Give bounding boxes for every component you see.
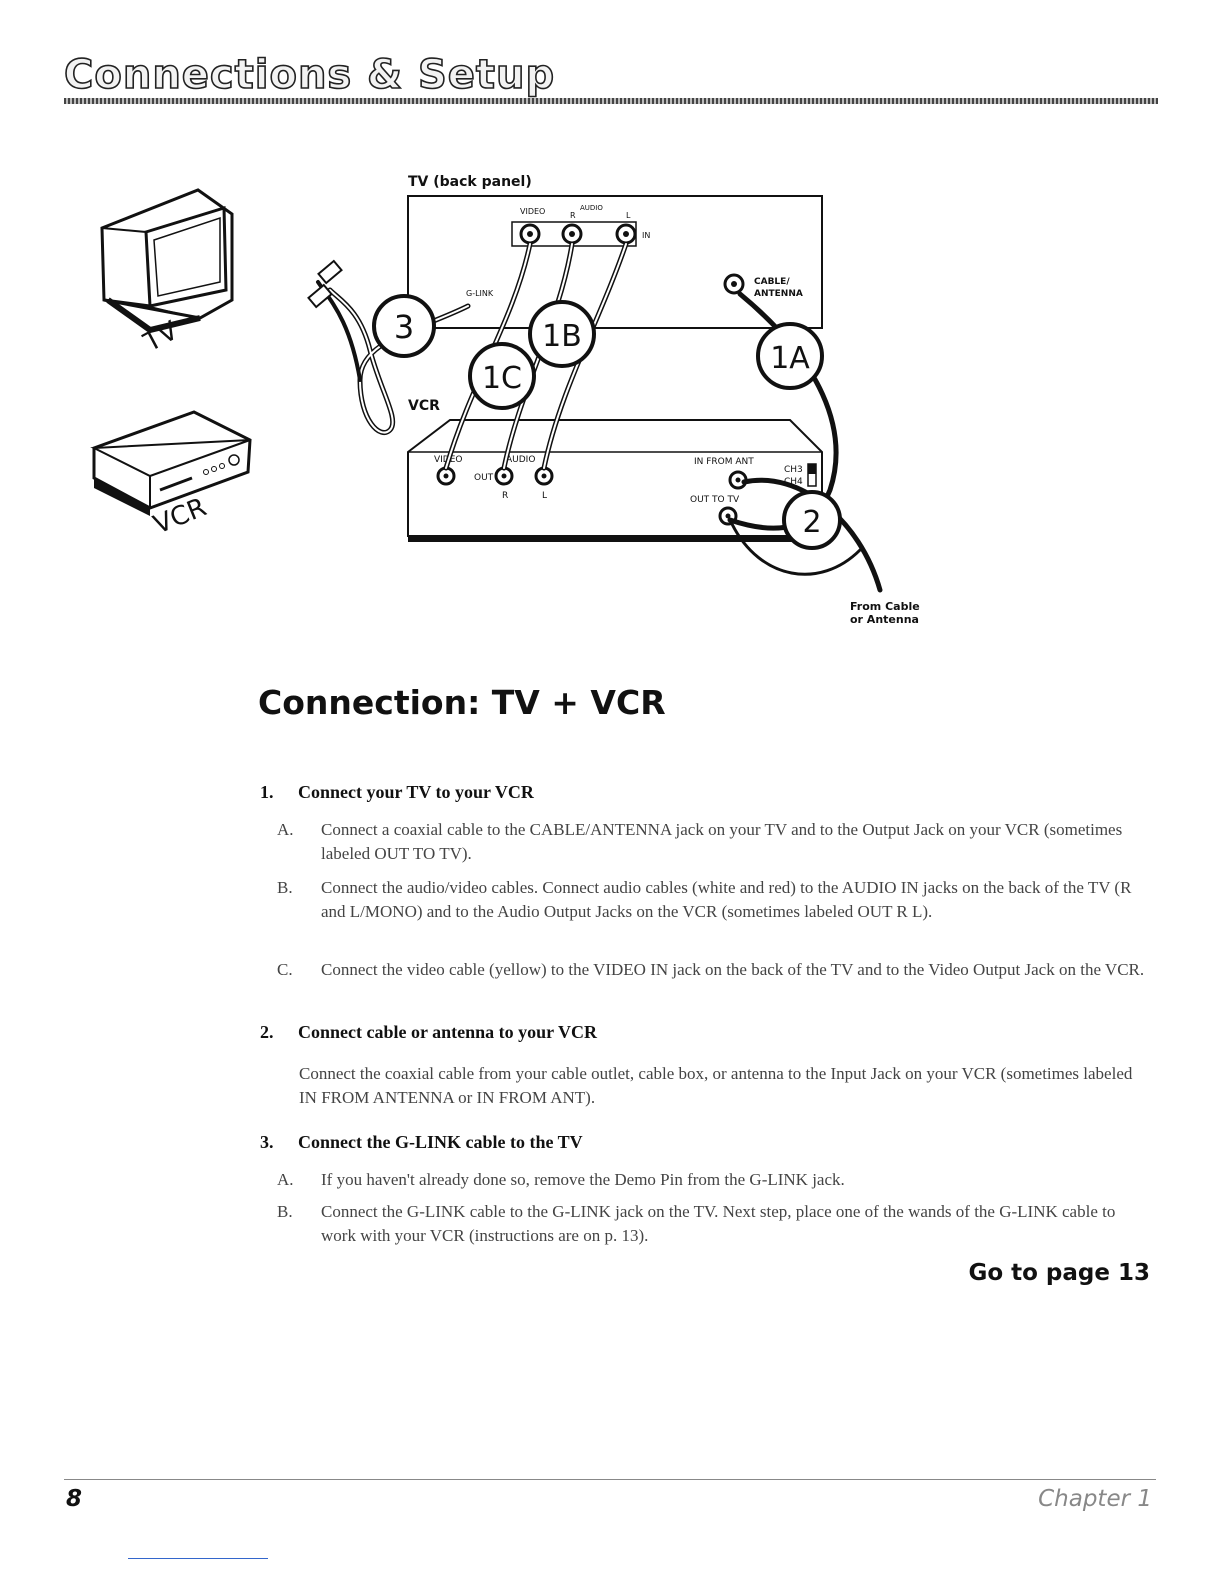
- tv-l-label: L: [626, 211, 631, 220]
- step-1a: A.Connect a coaxial cable to the CABLE/A…: [277, 820, 1123, 863]
- callout-2: 2: [782, 490, 842, 550]
- footer-rule: [64, 1479, 1156, 1480]
- svg-text:1B: 1B: [542, 319, 582, 354]
- tv-cable-label: CABLE/: [754, 277, 790, 287]
- go-to-page-link[interactable]: Go to page 13: [968, 1260, 1150, 1286]
- vcr-ch3-label: CH3: [784, 465, 803, 475]
- tv-glink-label: G-LINK: [466, 289, 494, 298]
- tv-audio-label: AUDIO: [580, 204, 603, 212]
- tv-antenna-label: ANTENNA: [754, 289, 803, 299]
- callout-1a: 1A: [756, 322, 824, 390]
- tv-back-panel-label: TV (back panel): [408, 174, 532, 190]
- step-3-number: 3.: [260, 1132, 274, 1152]
- step-2-heading: 2. Connect cable or antenna to your VCR: [260, 1022, 1150, 1043]
- svg-text:2: 2: [802, 505, 821, 540]
- svg-text:1C: 1C: [482, 361, 522, 396]
- chapter-label: Chapter 1: [1038, 1486, 1152, 1512]
- tv-video-label: VIDEO: [520, 207, 545, 216]
- step-3b: B.Connect the G-LINK cable to the G-LINK…: [277, 1202, 1116, 1245]
- step-1-title: Connect your TV to your VCR: [298, 782, 534, 802]
- step-1c: C.Connect the video cable (yellow) to th…: [277, 960, 1145, 979]
- step-3a: A.If you haven't already done so, remove…: [277, 1170, 845, 1189]
- vcr-out-to-tv-label: OUT TO TV: [690, 495, 740, 505]
- step-3-title: Connect the G-LINK cable to the TV: [298, 1132, 583, 1152]
- callout-3: 3: [372, 294, 436, 358]
- tv-icon: [100, 188, 234, 334]
- step-2-number: 2.: [260, 1022, 274, 1042]
- vcr-icon: [90, 410, 252, 516]
- connection-diagram: TV VCR TV (back panel) VIDEO AUDIO R L I…: [90, 174, 920, 626]
- page-number: 8: [66, 1486, 83, 1512]
- from-cable-label-1: From Cable: [850, 600, 920, 613]
- from-cable-label-2: or Antenna: [850, 613, 919, 626]
- connection-title: Connection: TV + VCR: [258, 683, 666, 722]
- step-2-title: Connect cable or antenna to your VCR: [298, 1022, 598, 1042]
- vcr-l-label: L: [542, 491, 547, 501]
- vcr-r-label: R: [502, 491, 508, 501]
- vcr-back-label: VCR: [408, 398, 440, 414]
- svg-text:3: 3: [394, 308, 414, 346]
- tv-av-jacks: [519, 223, 637, 245]
- vcr-out-label: OUT: [474, 473, 494, 483]
- step-1-number: 1.: [260, 782, 274, 802]
- vcr-in-from-ant-label: IN FROM ANT: [694, 457, 754, 467]
- step-1b: B.Connect the audio/video cables. Connec…: [277, 878, 1132, 921]
- glink-wands: [307, 259, 343, 309]
- step-1-heading: 1. Connect your TV to your VCR: [260, 782, 1150, 803]
- header-rule: [64, 98, 1158, 104]
- step-2-text: Connect the coaxial cable from your cabl…: [299, 1064, 1133, 1107]
- callout-1b: 1B: [528, 300, 596, 368]
- svg-text:1A: 1A: [770, 341, 810, 376]
- callout-1c: 1C: [468, 342, 536, 410]
- step-3-heading: 3. Connect the G-LINK cable to the TV: [260, 1132, 1150, 1153]
- tv-r-label: R: [570, 211, 576, 220]
- page-header-title: Connections & Setup: [63, 51, 556, 99]
- tv-in-label: IN: [642, 231, 650, 240]
- tv-cable-antenna-jack: [723, 273, 745, 295]
- vcr-audio-label: AUDIO: [506, 455, 535, 465]
- vcr-ch4-label: CH4: [784, 477, 803, 487]
- bottom-link-underline: [128, 1558, 268, 1559]
